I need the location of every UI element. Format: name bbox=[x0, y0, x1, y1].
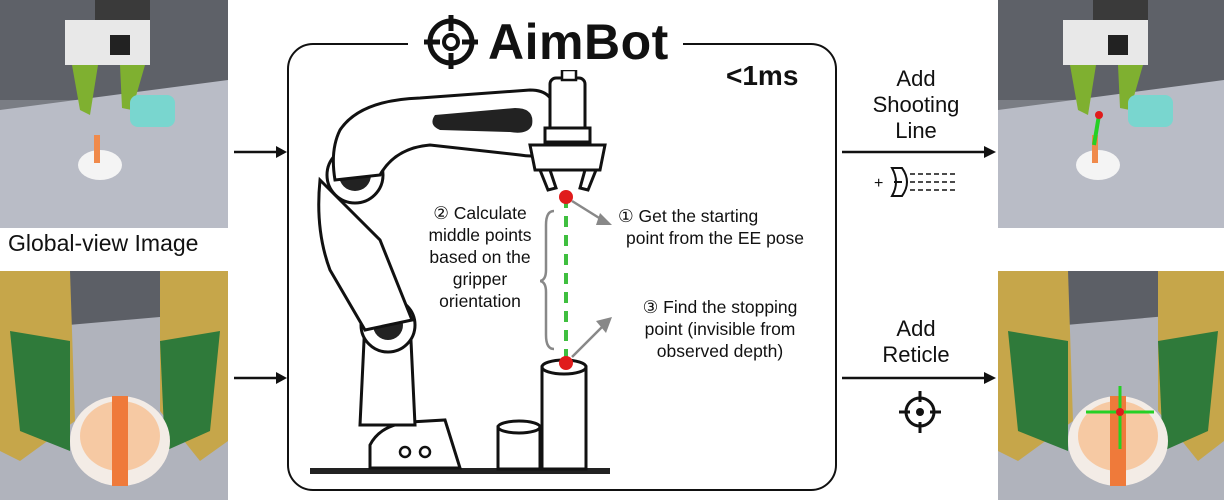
step-calculate-line: orientation bbox=[439, 291, 521, 311]
step-calculate-line: middle points bbox=[428, 225, 532, 245]
output-shooting-line-photo bbox=[998, 0, 1224, 228]
output-arrow-bottom bbox=[842, 372, 996, 384]
svg-text:+: + bbox=[874, 175, 883, 192]
target-icon bbox=[424, 15, 478, 69]
step-start: ① Get the starting point from the EE pos… bbox=[618, 205, 804, 249]
upper-arm bbox=[331, 88, 557, 182]
gripper-body bbox=[528, 143, 607, 172]
step-calculate-line: based on the bbox=[429, 247, 531, 267]
middle-link bbox=[317, 176, 415, 332]
input-arrow-bottom bbox=[234, 372, 287, 384]
step-calculate-line: gripper bbox=[452, 269, 508, 289]
input-arrow-top bbox=[234, 146, 287, 158]
step-calculate: ② Calculate middle points based on the g… bbox=[410, 202, 550, 312]
bracket bbox=[540, 209, 555, 351]
step-stop: ③ Find the stopping point (invisible fro… bbox=[615, 296, 825, 362]
action-shooting-line-text: Shooting bbox=[872, 92, 960, 117]
step-stop-line: ③ Find the stopping bbox=[642, 297, 798, 317]
stop-point bbox=[559, 356, 573, 370]
step-start-line: point from the EE pose bbox=[626, 228, 805, 248]
action-shooting-line: Add Shooting Line bbox=[846, 66, 986, 144]
output-reticle-photo bbox=[998, 271, 1224, 500]
step-stop-line: point (invisible from bbox=[644, 319, 796, 339]
robot-arm-illustration bbox=[310, 70, 610, 474]
action-reticle-text: Reticle bbox=[882, 342, 950, 367]
global-view-label: Global-view Image bbox=[8, 230, 199, 256]
table-line bbox=[310, 468, 610, 474]
latency-label: <1ms bbox=[726, 60, 799, 91]
shooting-line-diagram bbox=[540, 190, 612, 370]
cylinders bbox=[496, 358, 588, 471]
action-shooting-line-text: Line bbox=[895, 118, 937, 143]
title-bar: AimBot bbox=[408, 10, 683, 74]
output-arrow-top bbox=[842, 146, 996, 158]
action-reticle-text: Add bbox=[896, 316, 936, 341]
action-reticle: Add Reticle bbox=[846, 316, 986, 368]
title: AimBot bbox=[488, 14, 669, 70]
reticle-icon bbox=[899, 391, 941, 433]
action-shooting-line-text: Add bbox=[896, 66, 936, 91]
wrist-view-photo bbox=[0, 271, 228, 500]
global-view-photo bbox=[0, 0, 228, 228]
robot-base bbox=[368, 418, 463, 470]
start-point bbox=[559, 190, 573, 204]
step-calculate-line: ② Calculate bbox=[433, 203, 527, 223]
shooting-line-icon: + bbox=[874, 167, 957, 197]
step-start-line: ① Get the starting bbox=[618, 206, 759, 226]
step-stop-line: observed depth) bbox=[656, 341, 784, 361]
